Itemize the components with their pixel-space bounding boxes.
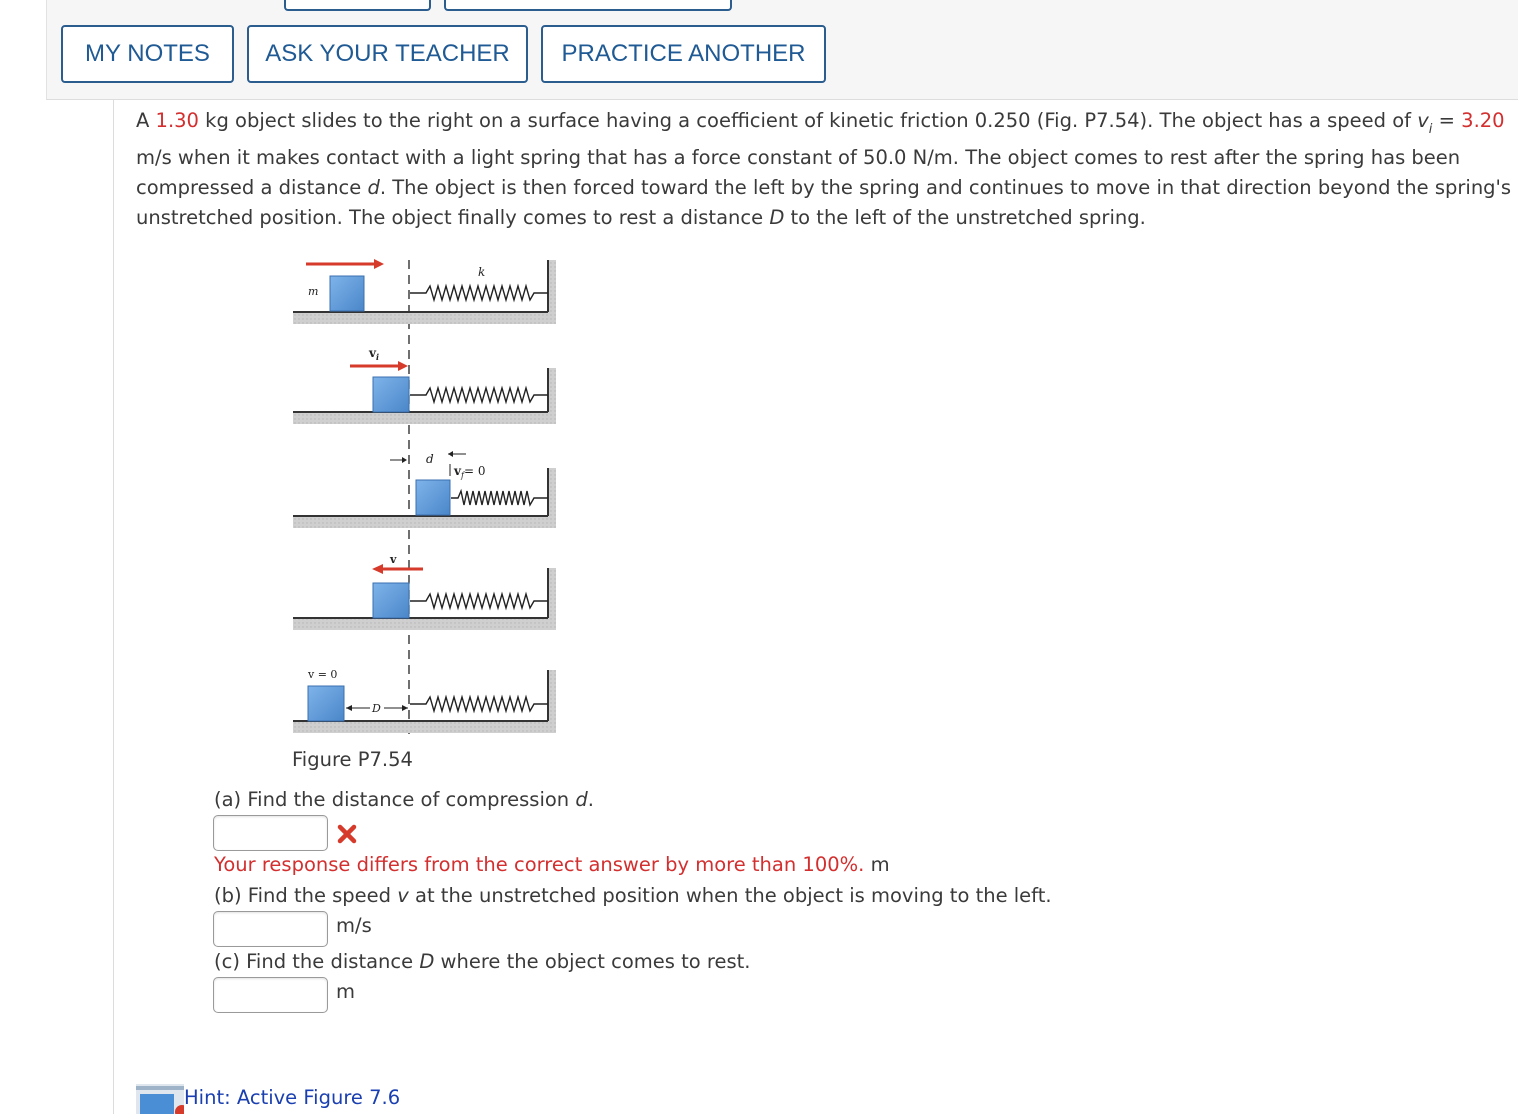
question-line-1: A 1.30 kg object slides to the right on … <box>136 109 1505 137</box>
figure-panel-5: v = 0 D <box>293 668 556 733</box>
figure-panel-2: vi <box>293 346 556 424</box>
question-line-3: compressed a distance d. The object is t… <box>136 176 1512 199</box>
question-text: A 1.30 kg object slides to the right on … <box>136 106 1518 233</box>
active-figure-thumbnail-icon[interactable] <box>136 1084 184 1114</box>
compression-d-label: d <box>426 452 434 466</box>
toolbar-button-top-right[interactable] <box>444 0 732 11</box>
part-c-answer-input[interactable] <box>213 977 328 1013</box>
error-message: Your response differs from the correct a… <box>214 853 865 876</box>
part-a-prompt: (a) Find the distance of compression d. <box>214 788 594 811</box>
part-c-unit: m <box>336 980 355 1003</box>
question-line-4: unstretched position. The object finally… <box>136 206 1146 229</box>
part-b-unit: m/s <box>336 914 372 937</box>
hint-active-figure-link[interactable]: Hint: Active Figure 7.6 <box>184 1086 401 1109</box>
initial-velocity-label: vi <box>368 346 379 362</box>
mass-label: m <box>308 285 318 298</box>
figure-p7-54: k m vi d vf= 0 <box>293 259 556 738</box>
figure-panel-4: v <box>293 553 556 630</box>
rest-velocity-label: v = 0 <box>307 668 337 681</box>
figure-panel-1: k m <box>293 259 556 324</box>
part-c-prompt: (c) Find the distance D where the object… <box>214 950 751 973</box>
speed-value: 3.20 <box>1461 109 1505 132</box>
spring-constant-label: k <box>478 265 485 279</box>
velocity-label: v <box>389 553 397 566</box>
part-a-unit: m <box>870 853 890 876</box>
question-line-2: m/s when it makes contact with a light s… <box>136 146 1461 169</box>
figure-panel-3: d vf= 0 <box>293 451 556 528</box>
part-b-answer-input[interactable] <box>213 911 328 947</box>
part-a-answer-input[interactable] <box>213 815 328 851</box>
distance-D-label: D <box>371 702 381 715</box>
mass-value: 1.30 <box>155 109 199 132</box>
figure-caption: Figure P7.54 <box>292 748 413 771</box>
ask-your-teacher-button[interactable]: ASK YOUR TEACHER <box>247 25 528 83</box>
final-velocity-label: vf= 0 <box>453 464 485 480</box>
part-b-prompt: (b) Find the speed v at the unstretched … <box>214 884 1052 907</box>
part-a-feedback: Your response differs from the correct a… <box>214 853 890 876</box>
practice-another-button[interactable]: PRACTICE ANOTHER <box>541 25 826 83</box>
toolbar-button-top-left[interactable] <box>284 0 431 11</box>
left-divider <box>113 100 114 1114</box>
incorrect-x-icon <box>337 824 357 844</box>
my-notes-button[interactable]: MY NOTES <box>61 25 234 83</box>
